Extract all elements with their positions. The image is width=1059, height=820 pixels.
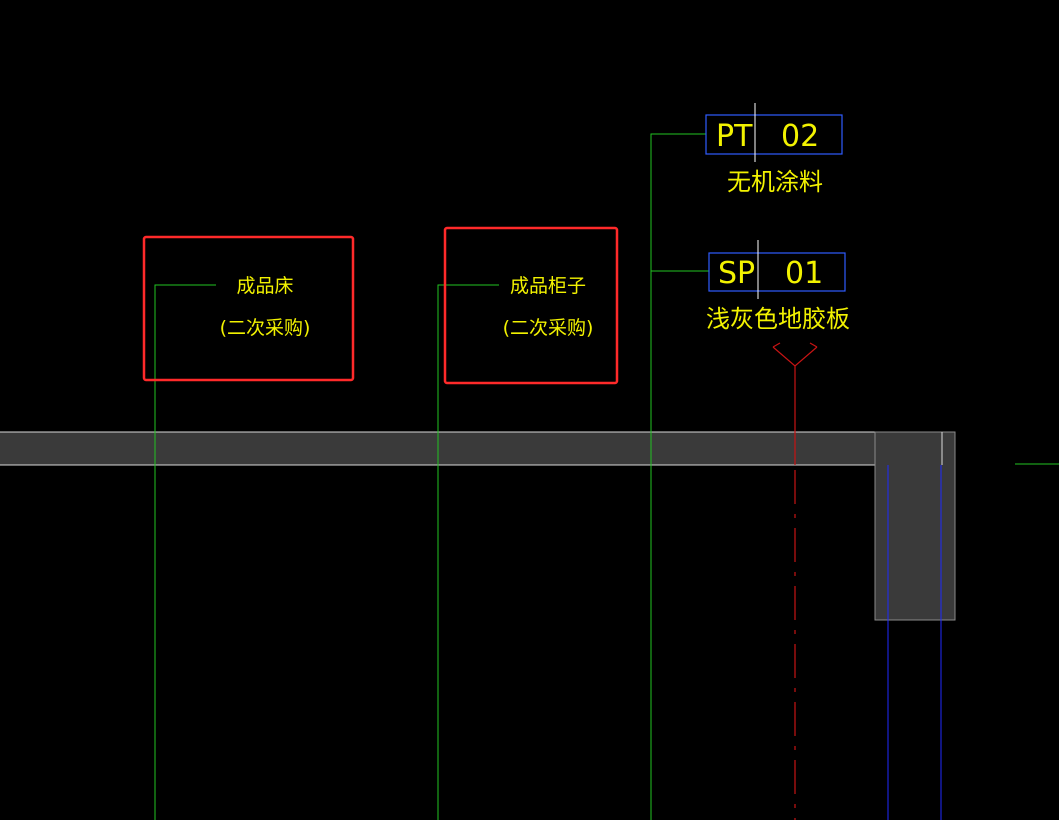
tag-pt-code: PT	[716, 119, 753, 154]
tag-sp-description: 浅灰色地胶板	[706, 305, 850, 333]
annotation-bed-line1: 成品床	[236, 275, 293, 297]
tag-pt: PT 02 无机涂料	[705, 103, 843, 196]
section-arrow-icon	[772, 346, 818, 367]
section-arrow-left	[772, 342, 781, 348]
section-arrow-right	[809, 342, 818, 348]
tag-sp-box	[708, 252, 846, 292]
tag-sp-number: 01	[785, 256, 823, 291]
section-marker	[772, 342, 818, 820]
annotation-bed-line2: (二次采购)	[220, 317, 311, 339]
highlight-box-cabinet	[443, 226, 619, 385]
leader-bed	[154, 284, 216, 820]
leader-lines	[154, 133, 1059, 820]
wall-band	[0, 432, 942, 465]
leader-main	[650, 133, 706, 820]
wall-section	[0, 431, 956, 621]
tag-pt-box	[705, 114, 843, 155]
annotation-cabinet-line2: (二次采购)	[503, 317, 594, 339]
highlight-box-bed	[142, 235, 355, 382]
tag-sp: SP 01 浅灰色地胶板	[706, 240, 850, 333]
annotation-cabinet-line1: 成品柜子	[510, 275, 586, 297]
tag-pt-description: 无机涂料	[727, 168, 823, 196]
tag-sp-code: SP	[718, 256, 755, 291]
leader-cabinet	[437, 284, 499, 820]
column-block	[874, 431, 956, 621]
tag-pt-number: 02	[781, 119, 819, 154]
